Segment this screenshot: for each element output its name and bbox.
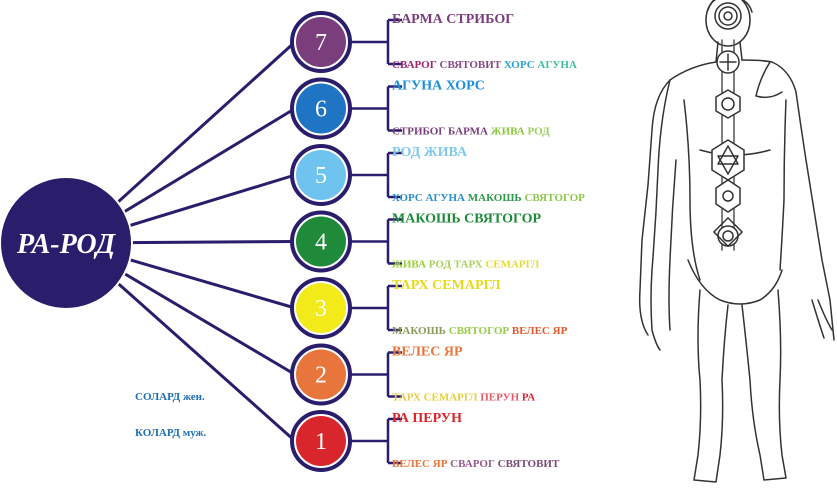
subtitle-segment: СВЯТОВИТ [495,458,560,470]
chakra-subtitle: ХОРС АГУНА МАКОШЬ СВЯТОГОР [392,192,585,204]
chakra-number: 1 [315,429,327,455]
chakra-number: 2 [315,363,327,389]
subtitle-segment: СЕМАРГЛ [483,259,540,271]
chakra-circle [296,349,346,400]
chakra-subtitle: МАКОШЬ СВЯТОГОР ВЕЛЕС ЯР [392,325,568,337]
subtitle-segment: СВЯТОГОР [446,325,509,337]
sacral-chakra-icon [717,225,739,247]
subtitle-segment: МАКОШЬ [392,325,446,337]
root-chakra-icon [713,217,743,247]
throat-chakra-icon [715,89,741,119]
subtitle-segment: РОД [525,126,550,138]
subtitle-segment: СВАРОГ [447,458,495,470]
human-figure-illustration [638,0,835,483]
legend-solard: СОЛАРД жен. [135,391,205,403]
subtitle-segment: ПЕРУН [477,392,519,404]
subtitle-segment: МАКОШЬ [465,192,522,204]
chakra-list: 7 БАРМА СТРИБОГ СВАРОГ СВЯТОВИТ ХОРС АГУНА… [290,11,585,472]
subtitle-segment: АГУНА [535,59,577,71]
chakra-number: 3 [315,296,327,322]
chakra-subtitle: ТАРХ СЕМАРГЛ ПЕРУН РА [392,392,535,404]
chakra-circle [296,150,346,200]
subtitle-segment: СВЯТОГОР [522,192,585,204]
title-segment: РА ПЕРУН [392,411,462,426]
chakra-circle [296,416,346,466]
chakra-node: 4 МАКОШЬ СВЯТОГОР ЖИВА РОД ТАРХ СЕМАРГЛ [290,210,541,273]
title-segment: ВЕЛЕС ЯР [392,345,463,360]
title-segment: БАРМА СТРИБОГ [392,12,514,27]
title-segment: ТАРХ СЕМАРГЛ [392,278,501,293]
subtitle-segment: СТРИБОГ БАРМА [392,126,488,138]
chakra-subtitle: СВАРОГ СВЯТОВИТ ХОРС АГУНА [392,59,577,71]
title-segment: АГУНА ХОРС [392,79,485,94]
chakra-title: БАРМА СТРИБОГ [392,12,514,27]
chakra-title: АГУНА ХОРС [392,79,485,94]
subtitle-segment: ЖИВА [392,259,426,271]
chakra-circle [296,17,346,67]
chakra-circle [296,83,346,134]
solar-plexus-chakra-icon [715,179,741,213]
connector-line [105,271,296,443]
chakra-number: 4 [315,230,327,256]
connector-line [104,40,297,214]
subtitle-segment: СВАРОГ [392,59,437,71]
connector-line [105,240,296,245]
label-brackets [347,18,402,465]
connector-lines [104,40,297,443]
legend-kolard: КОЛАРД муж. [135,427,207,439]
chakra-title: РА ПЕРУН [392,411,462,426]
subtitle-segment: РА [519,392,535,404]
subtitle-segment: ВЕЛЕС ЯР [392,458,448,470]
root-node: РА-РОД [0,176,133,310]
chakra-title: МАКОШЬ СВЯТОГОР [392,212,541,227]
connector-line [105,251,296,310]
legend: СОЛАРД жен. КОЛАРД муж. [135,391,207,439]
chakra-number: 6 [315,97,327,123]
subtitle-segment: ТАРХ [392,392,421,404]
third-eye-chakra-icon [716,50,740,74]
subtitle-segment: ХОРС [501,59,535,71]
chakra-subtitle: ВЕЛЕС ЯР СВАРОГ СВЯТОВИТ [392,458,560,470]
chakra-subtitle: ЖИВА РОД ТАРХ СЕМАРГЛ [392,259,540,271]
chakra-title: РОД ЖИВА [392,145,468,160]
chakra-node: 1 РА ПЕРУН ВЕЛЕС ЯР СВАРОГ СВЯТОВИТ [290,410,560,472]
title-segment: РОД ЖИВА [392,145,468,160]
chakra-node: 2 ВЕЛЕС ЯР ТАРХ СЕМАРГЛ ПЕРУН РА [290,343,535,406]
subtitle-segment: СВЯТОВИТ [437,59,502,71]
chakra-number: 7 [315,30,327,56]
connector-line [105,107,296,225]
connector-line [105,173,296,235]
heart-chakra-icon [711,139,745,181]
chakra-circle [296,216,346,267]
subtitle-segment: СЕМАРГЛ [421,392,478,404]
chakra-node: 7 БАРМА СТРИБОГ СВАРОГ СВЯТОВИТ ХОРС АГУНА [290,11,577,73]
chakra-title: ВЕЛЕС ЯР [392,345,463,360]
chakra-node: 6 АГУНА ХОРС СТРИБОГ БАРМА ЖИВА РОД [290,77,550,140]
title-segment: МАКОШЬ СВЯТОГОР [392,212,541,227]
chakra-circle [296,283,346,333]
chakra-title: ТАРХ СЕМАРГЛ [392,278,501,293]
chakra-node: 3 ТАРХ СЕМАРГЛ МАКОШЬ СВЯТОГОР ВЕЛЕС ЯР [290,277,568,339]
subtitle-segment: ВЕЛЕС ЯР [509,325,567,337]
chakra-number: 5 [315,163,327,189]
chakra-subtitle: СТРИБОГ БАРМА ЖИВА РОД [392,126,550,138]
root-label: РА-РОД [16,229,116,260]
connector-line [105,261,296,376]
subtitle-segment: ЖИВА [488,126,525,138]
subtitle-segment: РОД ТАРХ [426,259,483,271]
subtitle-segment: ХОРС АГУНА [392,192,465,204]
chakra-node: 5 РОД ЖИВА ХОРС АГУНА МАКОШЬ СВЯТОГОР [290,144,585,206]
crown-chakra-icon [714,2,742,30]
